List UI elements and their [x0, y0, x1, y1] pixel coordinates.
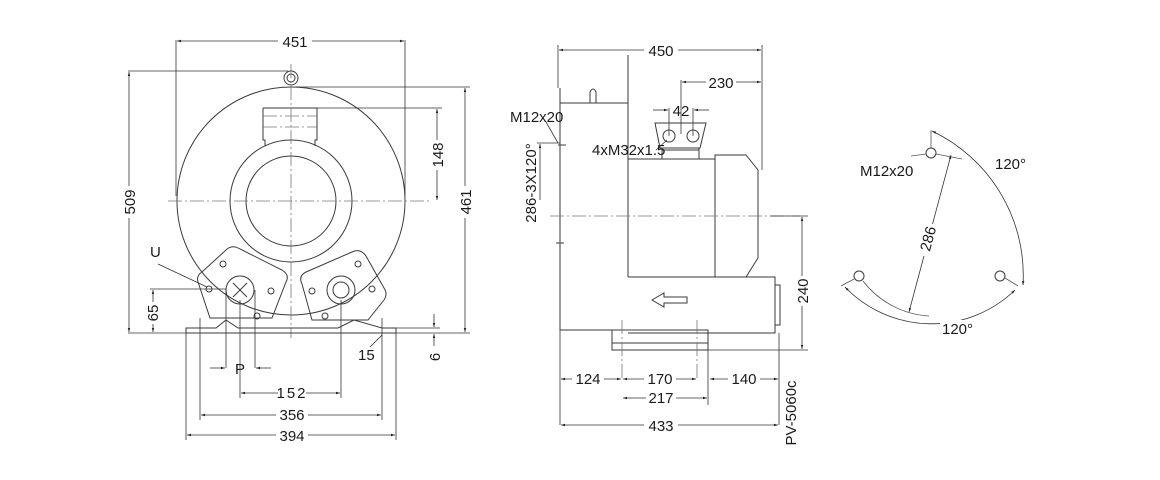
- port-block: [654, 122, 707, 149]
- side-view: 450 230 42 4xM32x1.5 M12x20 286-3X120° 2…: [510, 42, 812, 446]
- front-view: 451 509 461 148 U 65 6 15: [120, 32, 475, 445]
- dim-side-length: 450: [648, 43, 673, 60]
- bolt-hole-top: [925, 147, 937, 159]
- label-mount-thread-side: M12x20: [510, 109, 563, 126]
- dim-foot-hole-spacing-side: 170: [647, 371, 672, 388]
- dim-foot-hole-spacing: 356: [279, 407, 304, 424]
- bolt-pattern-view: 286 M12x20 120° 120°: [840, 130, 1031, 338]
- dim-foot-width: 394: [279, 428, 304, 445]
- label-bolt-circle: 286-3X120°: [523, 143, 540, 222]
- dim-angle-bottom: 120°: [942, 321, 973, 338]
- right-flange: [300, 250, 387, 321]
- lifting-eye-side: [589, 88, 597, 103]
- dim-port-pitch: 42: [673, 103, 690, 120]
- dim-front-height: 509: [122, 189, 139, 214]
- dim-foot-thickness: 6: [427, 353, 444, 361]
- label-u: U: [150, 244, 161, 261]
- bolt-hole-right: [994, 270, 1006, 282]
- dim-port-spacing: 152: [276, 385, 307, 402]
- dim-side-center-height: 240: [795, 278, 812, 303]
- cross-icon: [232, 282, 248, 298]
- left-flange: [197, 246, 288, 319]
- dim-foot-offset-left: 124: [575, 371, 600, 388]
- airflow-arrow-icon: [651, 292, 688, 308]
- side-body-left: [559, 88, 628, 331]
- dim-foot-offset-right: 140: [731, 371, 756, 388]
- dim-pcd: 286: [917, 225, 940, 254]
- dim-base-length: 433: [648, 418, 673, 435]
- bolt-hole-left: [853, 270, 865, 282]
- label-port-thread: 4xM32x1.5: [592, 142, 665, 159]
- dim-flange-offset: 230: [708, 75, 733, 92]
- dim-angle-top: 120°: [995, 156, 1026, 173]
- model-number: PV-5060c: [783, 380, 800, 446]
- base-foot: [185, 319, 397, 334]
- dim-flange-height: 65: [145, 305, 162, 322]
- dim-foot-length: 217: [648, 390, 673, 407]
- dim-front-width: 451: [282, 34, 307, 51]
- label-mount-thread: M12x20: [860, 163, 913, 180]
- outlet-neck: [262, 107, 318, 146]
- dim-outlet-height: 148: [430, 142, 447, 167]
- dim-center-height: 461: [458, 189, 475, 214]
- dim-hole-dia: 15: [358, 347, 375, 364]
- side-lower-box: [628, 276, 776, 334]
- port-right: [326, 275, 356, 305]
